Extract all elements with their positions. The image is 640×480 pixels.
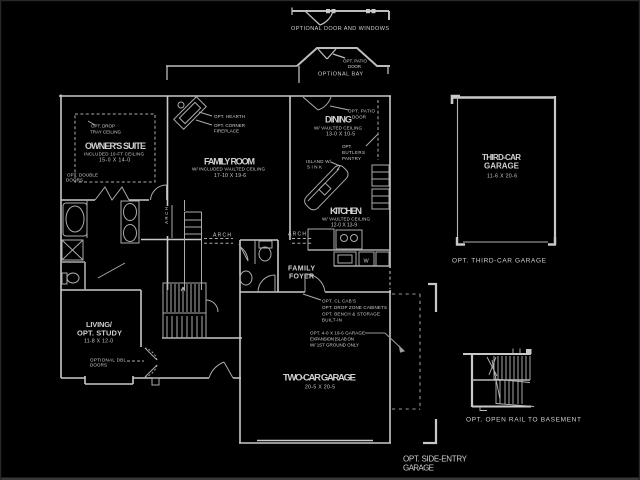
svg-text:FAMILY ROOM: FAMILY ROOM	[204, 157, 255, 167]
svg-text:W: W	[364, 259, 370, 265]
svg-text:TRAY CEILING: TRAY CEILING	[90, 130, 121, 135]
svg-text:BUTLERS: BUTLERS	[342, 150, 365, 155]
svg-text:LIVING/: LIVING/	[86, 320, 113, 329]
svg-text:ARCH: ARCH	[213, 233, 231, 239]
svg-text:17-10 X 19-6: 17-10 X 19-6	[214, 173, 246, 179]
svg-text:OPTIONAL DOOR AND WINDOWS: OPTIONAL DOOR AND WINDOWS	[291, 26, 389, 32]
svg-text:FOYER: FOYER	[289, 274, 314, 281]
svg-text:OPT. STUDY: OPT. STUDY	[77, 329, 122, 338]
svg-text:TWO-CAR GARAGE: TWO-CAR GARAGE	[283, 373, 356, 384]
svg-text:OPT. BENCH & STORAGE: OPT. BENCH & STORAGE	[322, 312, 380, 317]
svg-text:W/ VAULTED CEILING: W/ VAULTED CEILING	[314, 126, 362, 131]
svg-text:11-8 X 12-0: 11-8 X 12-0	[84, 339, 113, 345]
svg-text:OPTIONAL BAY: OPTIONAL BAY	[318, 72, 363, 78]
svg-text:15-0 X 14-0: 15-0 X 14-0	[99, 158, 130, 164]
svg-text:BUILT-IN: BUILT-IN	[322, 318, 342, 323]
svg-text:KITCHEN: KITCHEN	[330, 206, 362, 217]
svg-text:ISLAND W/: ISLAND W/	[306, 159, 332, 164]
svg-text:OPT. CL CAB'S: OPT. CL CAB'S	[322, 299, 356, 304]
svg-text:PANTRY: PANTRY	[342, 156, 361, 161]
svg-text:SINK: SINK	[307, 165, 322, 170]
svg-text:FIREPLACE: FIREPLACE	[214, 129, 239, 134]
svg-text:OPT. PATIO: OPT. PATIO	[343, 59, 367, 64]
svg-text:OPT. THIRD-CAR GARAGE: OPT. THIRD-CAR GARAGE	[452, 258, 547, 265]
svg-text:OPT. DROP ZONE CABINETS: OPT. DROP ZONE CABINETS	[322, 305, 387, 310]
svg-text:OPT. 4-0 X 19-6 GARAGE: OPT. 4-0 X 19-6 GARAGE	[310, 331, 365, 336]
svg-text:THIRD-CAR: THIRD-CAR	[482, 153, 521, 162]
svg-text:INCLUDED 10-FT CEILING: INCLUDED 10-FT CEILING	[84, 152, 144, 157]
svg-text:W/ VAULTED CEILING: W/ VAULTED CEILING	[322, 217, 370, 222]
svg-text:GARAGE: GARAGE	[403, 464, 434, 473]
svg-text:OPT. OPEN RAIL TO BASEMENT: OPT. OPEN RAIL TO BASEMENT	[466, 417, 581, 424]
svg-text:DINING: DINING	[325, 115, 352, 125]
svg-text:ARCH: ARCH	[164, 207, 169, 224]
svg-text:OPT. PATIO: OPT. PATIO	[348, 109, 375, 114]
svg-text:DOORS: DOORS	[66, 178, 83, 183]
svg-text:GARAGE: GARAGE	[484, 162, 520, 171]
svg-text:OPT. DOUBLE: OPT. DOUBLE	[67, 173, 98, 178]
svg-text:DOORS: DOORS	[90, 363, 107, 368]
svg-text:11-6 X 20-6: 11-6 X 20-6	[487, 174, 517, 180]
svg-text:OPT.: OPT.	[342, 144, 352, 149]
svg-text:OPT. HEARTH: OPT. HEARTH	[214, 114, 245, 119]
svg-text:OPT. SIDE-ENTRY: OPT. SIDE-ENTRY	[403, 455, 468, 464]
svg-text:OPT. DROP: OPT. DROP	[91, 124, 115, 129]
svg-text:EXPANSION (SLAB ON: EXPANSION (SLAB ON	[310, 337, 354, 342]
svg-text:W/ 1ST GROUND ONLY: W/ 1ST GROUND ONLY	[310, 343, 359, 348]
svg-text:ARCH: ARCH	[288, 232, 306, 238]
svg-text:20-5 X 20-5: 20-5 X 20-5	[305, 385, 335, 391]
svg-text:12-0 X 13-9: 12-0 X 13-9	[331, 223, 357, 229]
svg-text:W/ INCLUDED VAULTED CEILING: W/ INCLUDED VAULTED CEILING	[192, 167, 265, 172]
svg-text:DOOR: DOOR	[352, 115, 367, 120]
svg-text:13-0 X 10-5: 13-0 X 10-5	[326, 132, 355, 138]
svg-text:OPT. CORNER: OPT. CORNER	[214, 123, 246, 128]
svg-text:DOOR: DOOR	[348, 64, 362, 69]
svg-text:FAMILY: FAMILY	[288, 266, 315, 273]
svg-text:OPTIONAL DBL: OPTIONAL DBL	[90, 358, 126, 363]
svg-text:OWNER'S SUITE: OWNER'S SUITE	[85, 141, 146, 151]
